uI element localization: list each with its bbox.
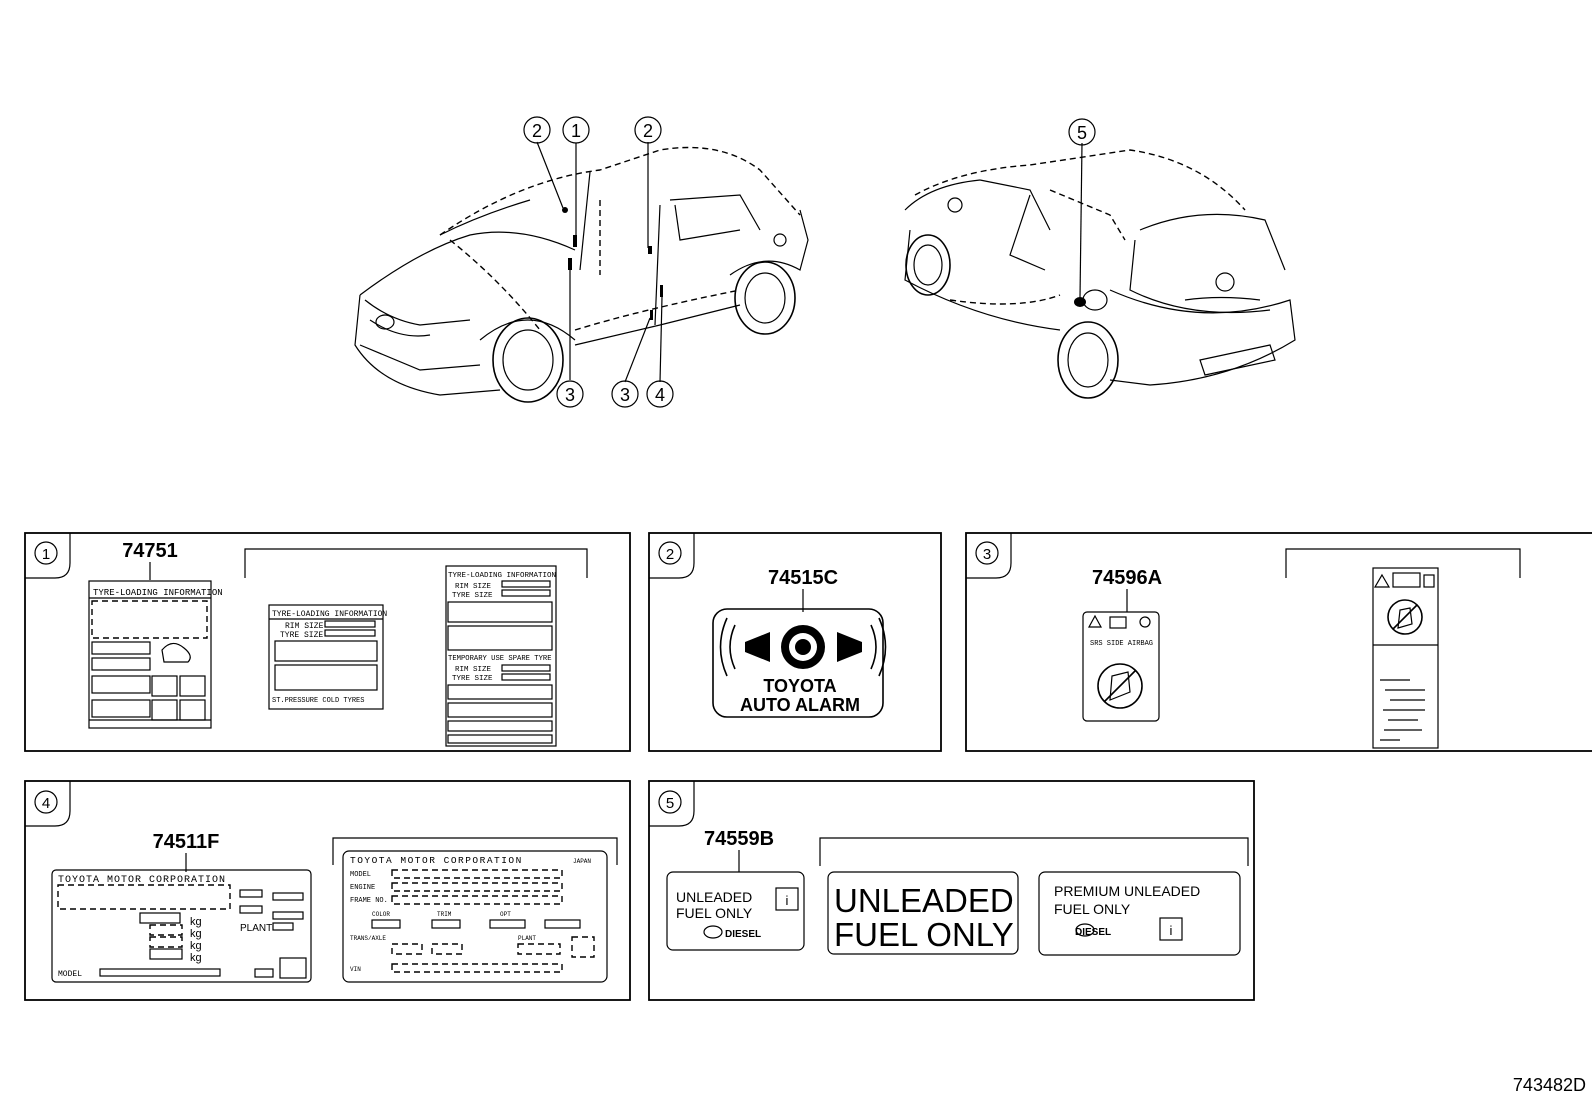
svg-text:TOYOTA MOTOR CORPORATION: TOYOTA MOTOR CORPORATION xyxy=(58,875,226,886)
svg-text:TRANS/AXLE: TRANS/AXLE xyxy=(350,935,386,942)
svg-text:2: 2 xyxy=(666,546,674,563)
airbag-label-tall xyxy=(1372,567,1439,749)
svg-text:FUEL ONLY: FUEL ONLY xyxy=(676,905,753,921)
callout-front-1: 1 xyxy=(562,116,590,144)
part-number-74751: 74751 xyxy=(122,540,178,562)
svg-text:PLANT: PLANT xyxy=(240,923,272,934)
callout-front-4: 4 xyxy=(646,380,674,408)
panel-3: 3 74596A SRS SIDE AIRBAG xyxy=(965,532,1592,752)
auto-alarm-label: TOYOTA AUTO ALARM xyxy=(712,608,887,718)
svg-text:3: 3 xyxy=(620,385,630,405)
tyre-label-c: TYRE-LOADING INFORMATION RIM SIZE TYRE S… xyxy=(445,565,557,747)
svg-text:TOYOTA: TOYOTA xyxy=(763,676,836,696)
vin-plate-b: TOYOTA MOTOR CORPORATION JAPAN MODEL ENG… xyxy=(342,850,608,983)
svg-text:2: 2 xyxy=(643,121,653,141)
vin-plate-a: TOYOTA MOTOR CORPORATION kg kg kg kg PLA… xyxy=(51,869,312,983)
svg-text:TYRE-LOADING INFORMATION: TYRE-LOADING INFORMATION xyxy=(272,610,387,619)
svg-text:FRAME NO.: FRAME NO. xyxy=(350,897,388,905)
svg-text:ST.PRESSURE COLD TYRES: ST.PRESSURE COLD TYRES xyxy=(272,697,364,705)
svg-text:UNLEADED: UNLEADED xyxy=(834,882,1014,919)
callout-front-2a: 2 xyxy=(523,116,551,144)
panel-2: 2 74515C TOYOTA AUTO ALARM xyxy=(648,532,942,752)
svg-text:kg: kg xyxy=(190,916,202,928)
svg-text:RIM SIZE: RIM SIZE xyxy=(455,583,492,591)
svg-text:RIM SIZE: RIM SIZE xyxy=(455,666,492,674)
tyre-label-b: TYRE-LOADING INFORMATION RIM SIZE TYRE S… xyxy=(268,604,387,710)
svg-text:VIN: VIN xyxy=(350,966,361,973)
panel-1: 1 74751 TYRE-LOADING INFORMATION TYRE-LO… xyxy=(24,532,631,752)
svg-text:5: 5 xyxy=(666,795,674,812)
svg-text:DIESEL: DIESEL xyxy=(1075,927,1111,938)
svg-text:TEMPORARY USE SPARE TYRE: TEMPORARY USE SPARE TYRE xyxy=(448,655,552,663)
callout-front-3a: 3 xyxy=(556,380,584,408)
book-info-icon xyxy=(1159,917,1183,941)
svg-text:4: 4 xyxy=(42,795,50,812)
svg-text:i: i xyxy=(1170,923,1173,938)
svg-text:kg: kg xyxy=(190,940,202,952)
svg-text:TYRE-LOADING INFORMATION: TYRE-LOADING INFORMATION xyxy=(93,588,223,598)
svg-text:TYRE-LOADING INFORMATION: TYRE-LOADING INFORMATION xyxy=(448,572,556,580)
svg-text:PREMIUM UNLEADED: PREMIUM UNLEADED xyxy=(1054,883,1200,899)
svg-text:3: 3 xyxy=(983,546,991,563)
svg-text:4: 4 xyxy=(655,385,665,405)
svg-text:i: i xyxy=(786,893,789,908)
svg-text:TYRE SIZE: TYRE SIZE xyxy=(452,592,493,600)
svg-text:RIM SIZE: RIM SIZE xyxy=(285,622,324,631)
svg-text:UNLEADED: UNLEADED xyxy=(676,889,752,905)
svg-text:5: 5 xyxy=(1077,123,1087,143)
svg-text:TYRE SIZE: TYRE SIZE xyxy=(452,675,493,683)
tyre-label-a: TYRE-LOADING INFORMATION xyxy=(88,580,223,729)
svg-text:PLANT: PLANT xyxy=(518,935,536,942)
svg-text:MODEL: MODEL xyxy=(58,970,82,979)
rear-car-illustration xyxy=(904,142,1296,399)
svg-text:OPT: OPT xyxy=(500,911,511,918)
book-info-icon xyxy=(1109,616,1127,629)
callout-rear-5: 5 xyxy=(1068,118,1096,146)
svg-text:AUTO ALARM: AUTO ALARM xyxy=(740,695,860,715)
svg-text:3: 3 xyxy=(565,385,575,405)
svg-text:1: 1 xyxy=(571,121,581,141)
part-number-74596A: 74596A xyxy=(1092,567,1162,589)
fuel-label-small: UNLEADED FUEL ONLY i DIESEL xyxy=(666,871,805,951)
warning-triangle-icon xyxy=(1087,614,1103,628)
svg-text:ENGINE: ENGINE xyxy=(350,884,375,892)
svg-text:kg: kg xyxy=(190,928,202,940)
svg-text:SRS SIDE AIRBAG: SRS SIDE AIRBAG xyxy=(1090,640,1153,648)
svg-text:1: 1 xyxy=(42,546,50,563)
airbag-label-small: SRS SIDE AIRBAG xyxy=(1082,611,1160,722)
svg-text:2: 2 xyxy=(532,121,542,141)
svg-text:FUEL ONLY: FUEL ONLY xyxy=(1054,901,1131,917)
svg-text:TOYOTA MOTOR CORPORATION: TOYOTA MOTOR CORPORATION xyxy=(350,855,523,866)
svg-text:MODEL: MODEL xyxy=(350,871,371,879)
svg-text:TYRE SIZE: TYRE SIZE xyxy=(280,631,323,640)
diagram-id: 743482D xyxy=(1513,1075,1586,1095)
svg-text:COLOR: COLOR xyxy=(372,911,390,918)
alarm-speaker-icon xyxy=(719,617,887,677)
svg-text:DIESEL: DIESEL xyxy=(725,929,761,940)
svg-text:FUEL ONLY: FUEL ONLY xyxy=(834,916,1014,953)
svg-text:JAPAN: JAPAN xyxy=(573,858,591,865)
panel-5: 5 74559B UNLEADED FUEL ONLY i DIESEL UNL… xyxy=(648,780,1255,1001)
part-number-74559B: 74559B xyxy=(704,828,774,850)
callout-front-3b: 3 xyxy=(611,380,639,408)
callout-front-2b: 2 xyxy=(634,116,662,144)
book-info-icon xyxy=(775,887,799,911)
fuel-label-big: UNLEADED FUEL ONLY xyxy=(827,871,1019,955)
part-number-74511F: 74511F xyxy=(153,831,220,853)
panel-4: 4 74511F TOYOTA MOTOR CORPORATION kg kg … xyxy=(24,780,631,1001)
front-car-illustration xyxy=(354,141,809,403)
svg-text:TRIM: TRIM xyxy=(437,911,452,918)
fuel-label-premium: PREMIUM UNLEADED FUEL ONLY DIESEL i xyxy=(1038,871,1241,956)
no-child-seat-icon xyxy=(1097,663,1143,709)
part-number-74515C: 74515C xyxy=(768,567,838,589)
svg-text:kg: kg xyxy=(190,952,202,964)
